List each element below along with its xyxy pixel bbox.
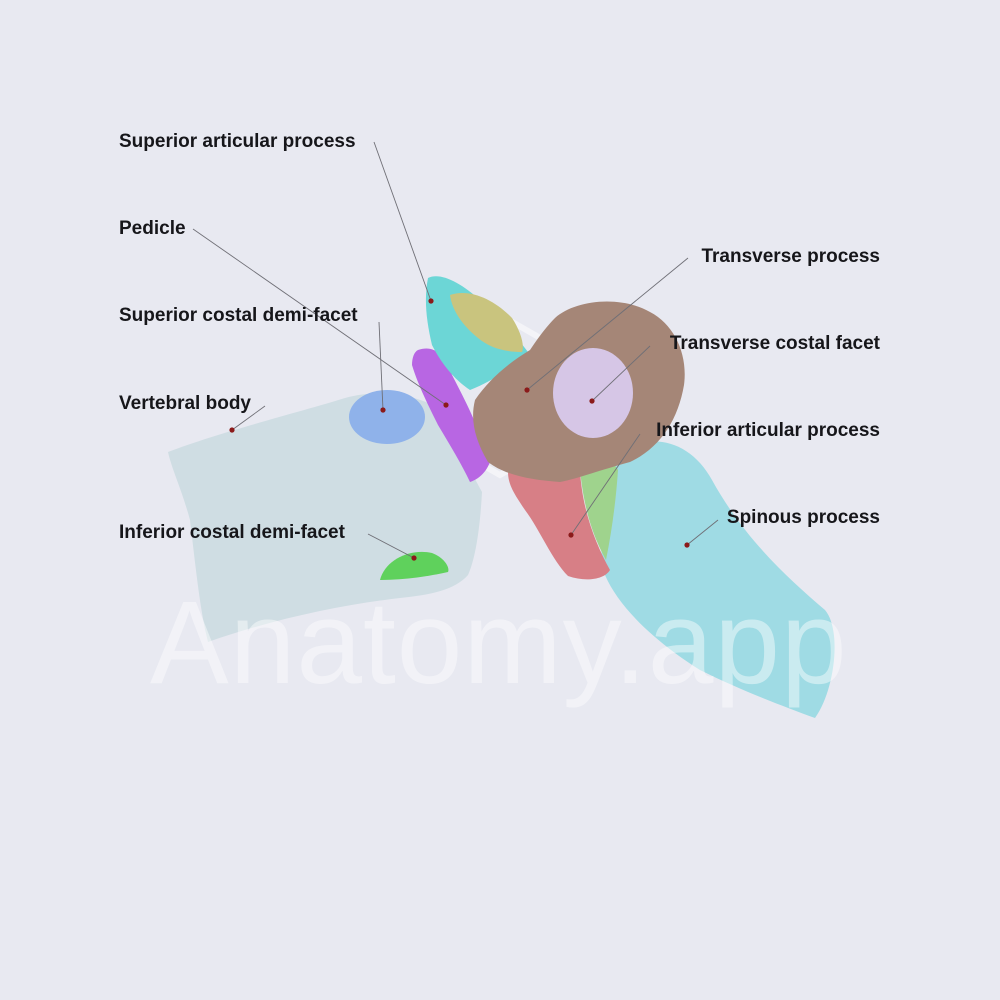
- marker-inferior-articular-process: [568, 532, 574, 538]
- watermark-text: Anatomy.app: [150, 577, 848, 709]
- label-superior-articular-process: Superior articular process: [119, 131, 356, 152]
- transverse-costal-facet-shape: [553, 348, 633, 438]
- marker-superior-costal-demi-facet: [380, 407, 386, 413]
- leader-transverse-costal-facet: [591, 345, 651, 402]
- label-inferior-costal-demi-facet: Inferior costal demi-facet: [119, 522, 345, 543]
- marker-inferior-costal-demi-facet: [411, 555, 417, 561]
- superior-articular-facet-shape: [450, 292, 523, 352]
- marker-pedicle: [443, 402, 449, 408]
- leader-inferior-costal-demi-facet: [367, 533, 415, 559]
- leader-lines: [192, 141, 719, 559]
- leader-pedicle: [192, 228, 447, 406]
- inferior-articular-process-shape: [508, 466, 610, 580]
- label-superior-costal-demi-facet: Superior costal demi-facet: [119, 305, 358, 326]
- label-spinous-process: Spinous process: [726, 507, 880, 528]
- inferior-costal-demi-facet-shape: [380, 551, 449, 580]
- marker-vertebral-body: [229, 427, 235, 433]
- marker-spinous-process: [684, 542, 690, 548]
- leader-vertebral-body: [231, 405, 266, 431]
- label-transverse-process: Transverse process: [701, 246, 880, 267]
- label-inferior-articular-process: Inferior articular process: [656, 420, 880, 441]
- leader-spinous-process: [686, 519, 719, 546]
- marker-transverse-costal-facet: [589, 398, 595, 404]
- leader-transverse-process: [526, 257, 689, 391]
- leader-superior-articular-process: [373, 141, 432, 302]
- pedicle-shape: [412, 348, 490, 482]
- leader-superior-costal-demi-facet: [378, 321, 384, 411]
- spinous-process-shape: [599, 441, 835, 718]
- label-pedicle: Pedicle: [119, 218, 186, 239]
- marker-dots: [229, 298, 690, 561]
- marker-superior-articular-process: [428, 298, 434, 304]
- leader-inferior-articular-process: [570, 433, 641, 536]
- inferior-articular-facet-shape: [580, 461, 618, 560]
- label-vertebral-body: Vertebral body: [119, 393, 251, 414]
- label-transverse-costal-facet: Transverse costal facet: [669, 333, 880, 354]
- marker-transverse-process: [524, 387, 530, 393]
- superior-costal-demi-facet-shape: [349, 390, 425, 444]
- vertebral-body-shape: [168, 393, 482, 642]
